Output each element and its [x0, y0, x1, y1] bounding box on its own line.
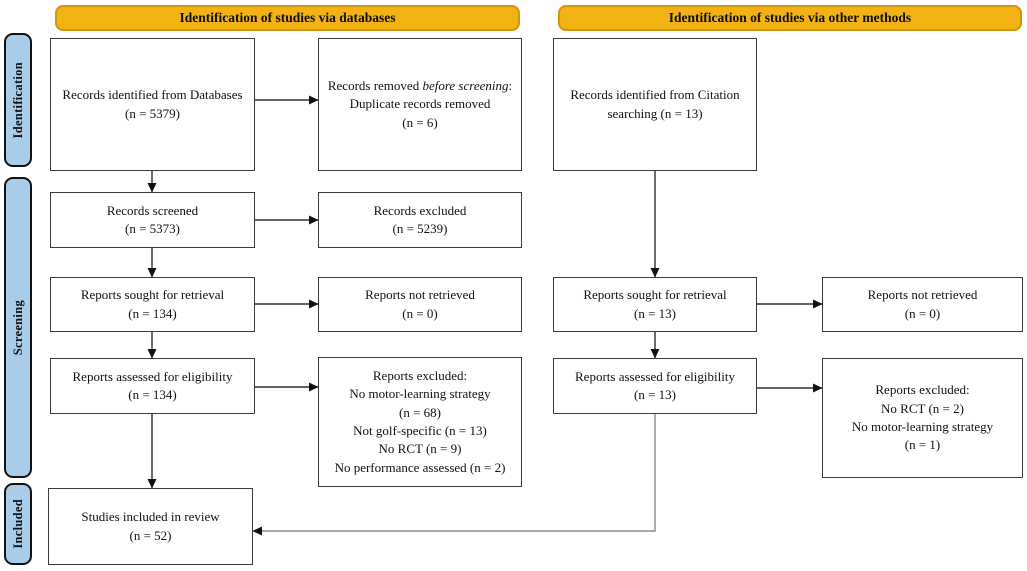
- box-reports-excluded-citation: Reports excluded: No RCT (n = 2) No moto…: [822, 358, 1023, 478]
- box-reports-sought-databases: Reports sought for retrieval (n = 134): [50, 277, 255, 332]
- box-studies-included: Studies included in review (n = 52): [48, 488, 253, 565]
- box-text-line: No motor-learning strategy: [349, 386, 491, 402]
- stage-identification: Identification: [4, 33, 32, 167]
- box-reports-assessed-databases: Reports assessed for eligibility (n = 13…: [50, 358, 255, 414]
- box-text-line: (n = 5379): [125, 105, 180, 121]
- box-records-removed-before-screening: Records removed before screening: Duplic…: [318, 38, 522, 171]
- box-text-line: Studies included in review: [81, 509, 220, 525]
- box-text-line: (n = 68): [399, 404, 441, 420]
- box-text-line: Reports sought for retrieval: [80, 287, 225, 303]
- box-text-line: Reports assessed for eligibility: [72, 368, 233, 384]
- box-text-line: No RCT (n = 9): [378, 441, 462, 457]
- box-text-line: (n = 134): [128, 305, 177, 321]
- stage-included-label: Included: [10, 499, 25, 549]
- box-text-line: Not golf-specific (n = 13): [353, 423, 487, 438]
- box-text-line: (n = 13): [634, 387, 676, 402]
- stage-screening-label: Screening: [10, 299, 25, 356]
- box-text-line: (n = 0): [904, 305, 941, 321]
- box-text-line: (n = 5239): [392, 221, 448, 236]
- box-records-identified-citation: Records identified from Citation searchi…: [553, 38, 757, 171]
- stage-included: Included: [4, 483, 32, 565]
- box-text-line: (n = 0): [402, 305, 438, 321]
- header-other-methods: Identification of studies via other meth…: [558, 5, 1022, 31]
- box-text-line: Reports not retrieved: [867, 287, 978, 303]
- box-text-line: Records identified from Citation: [570, 87, 740, 103]
- box-text-line: Records excluded: [373, 202, 467, 218]
- box-text-line: (n = 5373): [125, 221, 180, 236]
- box-reports-not-retrieved-databases: Reports not retrieved (n = 0): [318, 277, 522, 332]
- box-records-excluded: Records excluded (n = 5239): [318, 192, 522, 248]
- box-text-line: Reports not retrieved: [365, 287, 475, 303]
- stage-screening: Screening: [4, 177, 32, 478]
- box-text-line: No motor-learning strategy: [851, 419, 994, 434]
- box-text-line: searching (n = 13): [607, 105, 703, 121]
- box-text-line: Records removed before screening:: [327, 77, 513, 93]
- box-records-identified-databases: Records identified from Databases (n = 5…: [50, 38, 255, 171]
- stage-identification-label: Identification: [10, 61, 25, 139]
- box-text-line: Reports excluded:: [372, 367, 468, 383]
- box-reports-excluded-databases: Reports excluded: No motor-learning stra…: [318, 357, 522, 487]
- box-text-line: No performance assessed (n = 2): [334, 459, 506, 475]
- box-text-line: Records screened: [106, 202, 199, 218]
- box-records-screened: Records screened (n = 5373): [50, 192, 255, 248]
- header-databases: Identification of studies via databases: [55, 5, 520, 31]
- box-text-line: (n = 1): [904, 437, 941, 453]
- box-text-line: Reports sought for retrieval: [583, 287, 727, 303]
- box-text-line: No RCT (n = 2): [881, 400, 964, 416]
- box-text-line: (n = 6): [402, 114, 438, 130]
- box-text-line: Duplicate records removed: [349, 96, 491, 112]
- box-text-line: Reports excluded:: [875, 382, 970, 398]
- box-text-line: (n = 52): [129, 527, 172, 543]
- box-text-line: (n = 13): [634, 305, 676, 321]
- box-text-line: Reports assessed for eligibility: [575, 368, 735, 384]
- box-text-line: (n = 134): [128, 387, 177, 402]
- box-text-line: Records identified from Databases: [62, 87, 243, 103]
- box-reports-assessed-citation: Reports assessed for eligibility (n = 13…: [553, 358, 757, 414]
- box-reports-not-retrieved-citation: Reports not retrieved (n = 0): [822, 277, 1023, 332]
- box-reports-sought-citation: Reports sought for retrieval (n = 13): [553, 277, 757, 332]
